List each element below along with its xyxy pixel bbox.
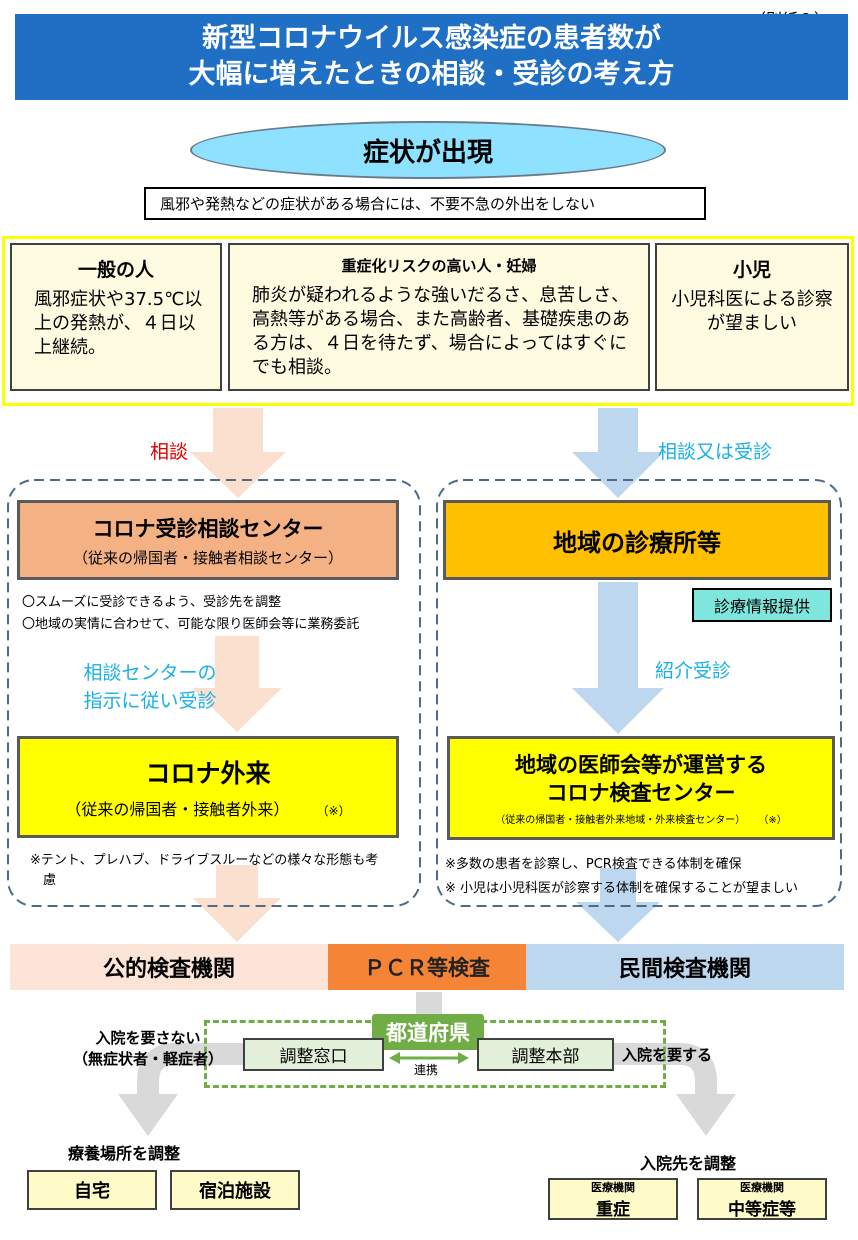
group-general-body: 風邪症状や37.5℃以上の発熱が、４日以上継続。 <box>34 289 203 358</box>
pcr-testing-band: ＰＣＲ等検査 <box>328 944 526 990</box>
group-high-risk: 重症化リスクの高い人・妊婦 肺炎が疑われるような強いだるさ、息苦しさ、高熱等があ… <box>228 243 650 391</box>
local-clinic-box: 地域の診療所等 <box>443 500 831 580</box>
needs-admission-label: 入院を要する <box>622 1046 713 1064</box>
test-center-title-2: コロナ検査センター <box>546 780 736 805</box>
test-center-box: 地域の医師会等が運営する コロナ検査センター （従来の帰国者・接触者外来地域・外… <box>447 736 835 840</box>
care-place-heading: 療養場所を調整 <box>68 1144 181 1163</box>
center-note-2: 〇地域の実情に合わせて、可能な限り医師会等に業務委託 <box>22 617 360 632</box>
private-lab-band: 民間検査機関 <box>526 944 844 990</box>
outpatient-note: ※テント、プレハブ、ドライブスルーなどの様々な形態も考 慮 <box>30 853 379 888</box>
corona-outpatient-title: コロナ外来 <box>145 759 271 788</box>
test-center-notes: ※多数の患者を診察し、PCR検査できる体制を確保 ※ 小児は小児科医が診察する体… <box>445 857 799 896</box>
stay-home-advice: 風邪や発熱などの症状がある場合には、不要不急の外出をしない <box>144 187 706 220</box>
coordination-hq: 調整本部 <box>477 1038 614 1071</box>
group-high-risk-heading: 重症化リスクの高い人・妊婦 <box>341 257 537 275</box>
label-referral: 紹介受診 <box>655 660 732 682</box>
title-line-1: 新型コロナウイルス感染症の患者数が <box>202 23 661 54</box>
target-groups-frame <box>2 236 854 406</box>
lodging-box: 宿泊施設 <box>170 1170 300 1210</box>
test-center-sub: （従来の帰国者・接触者外来地域・外来検査センター） （※） <box>495 814 787 826</box>
no-admission-label: 入院を要さない （無症状者・軽症者） <box>72 1029 223 1068</box>
label-follow-center: 相談センターの 指示に従い受診 <box>83 662 217 712</box>
group-child: 小児 小児科医による診察が望ましい <box>655 243 849 391</box>
arrow-needs-admission <box>614 1043 717 1096</box>
group-child-heading: 小児 <box>732 259 771 281</box>
right-route-frame <box>436 479 842 907</box>
test-center-title-1: 地域の医師会等が運営する <box>515 752 767 777</box>
group-child-body: 小児科医による診察が望ましい <box>671 289 833 334</box>
arrow-consult-or-visit <box>572 408 664 498</box>
center-note-1: 〇スムーズに受診できるよう、受診先を調整 <box>22 595 282 610</box>
hospital-heading: 入院先を調整 <box>640 1154 737 1173</box>
public-lab-band: 公的検査機関 <box>10 944 328 990</box>
info-provision-badge: 診療情報提供 <box>692 588 832 622</box>
prefecture-label: 都道府県 <box>372 1014 484 1050</box>
group-general-heading: 一般の人 <box>77 259 154 281</box>
coordination-window: 調整窓口 <box>243 1038 384 1071</box>
arrow-referral <box>572 582 664 734</box>
arrow-consult <box>190 408 286 498</box>
moderate-box: 医療機関 中等症等 <box>697 1178 827 1220</box>
consultation-center-title: コロナ受診相談センター <box>92 516 324 541</box>
consultation-center-box: コロナ受診相談センター （従来の帰国者・接触者相談センター） <box>17 500 399 580</box>
title-line-2: 大幅に増えたときの相談・受診の考え方 <box>188 59 675 90</box>
group-high-risk-body: 肺炎が疑われるような強いだるさ、息苦しさ、高熱等がある場合、また高齢者、基礎疾患… <box>252 285 630 378</box>
arrow-to-outpatient <box>192 636 282 732</box>
title-banner: 新型コロナウイルス感染症の患者数が 大幅に増えたときの相談・受診の考え方 <box>15 14 848 100</box>
home-box: 自宅 <box>27 1170 157 1210</box>
left-route-frame <box>7 479 421 907</box>
arrow-to-public-lab <box>193 865 281 942</box>
severe-box: 医療機関 重症 <box>548 1178 678 1220</box>
consultation-center-notes: 〇スムーズに受診できるよう、受診先を調整 〇地域の実情に合わせて、可能な限り医師… <box>22 592 414 636</box>
symptom-ellipse: 症状が出現 <box>190 121 666 179</box>
arrow-to-private-lab <box>576 868 660 942</box>
group-general: 一般の人 風邪症状や37.5℃以上の発熱が、４日以上継続。 <box>10 243 222 391</box>
label-consult: 相談 <box>150 441 189 463</box>
consultation-center-sub: （従来の帰国者・接触者相談センター） <box>72 548 343 567</box>
arrow-no-admission <box>137 1043 243 1096</box>
corona-outpatient-box: コロナ外来 （従来の帰国者・接触者外来） （※） <box>17 736 399 838</box>
corona-outpatient-sub: （従来の帰国者・接触者外来） （※） <box>65 800 351 819</box>
label-consult-or-visit: 相談又は受診 <box>658 441 773 463</box>
link-label: 連携 <box>414 1063 439 1077</box>
